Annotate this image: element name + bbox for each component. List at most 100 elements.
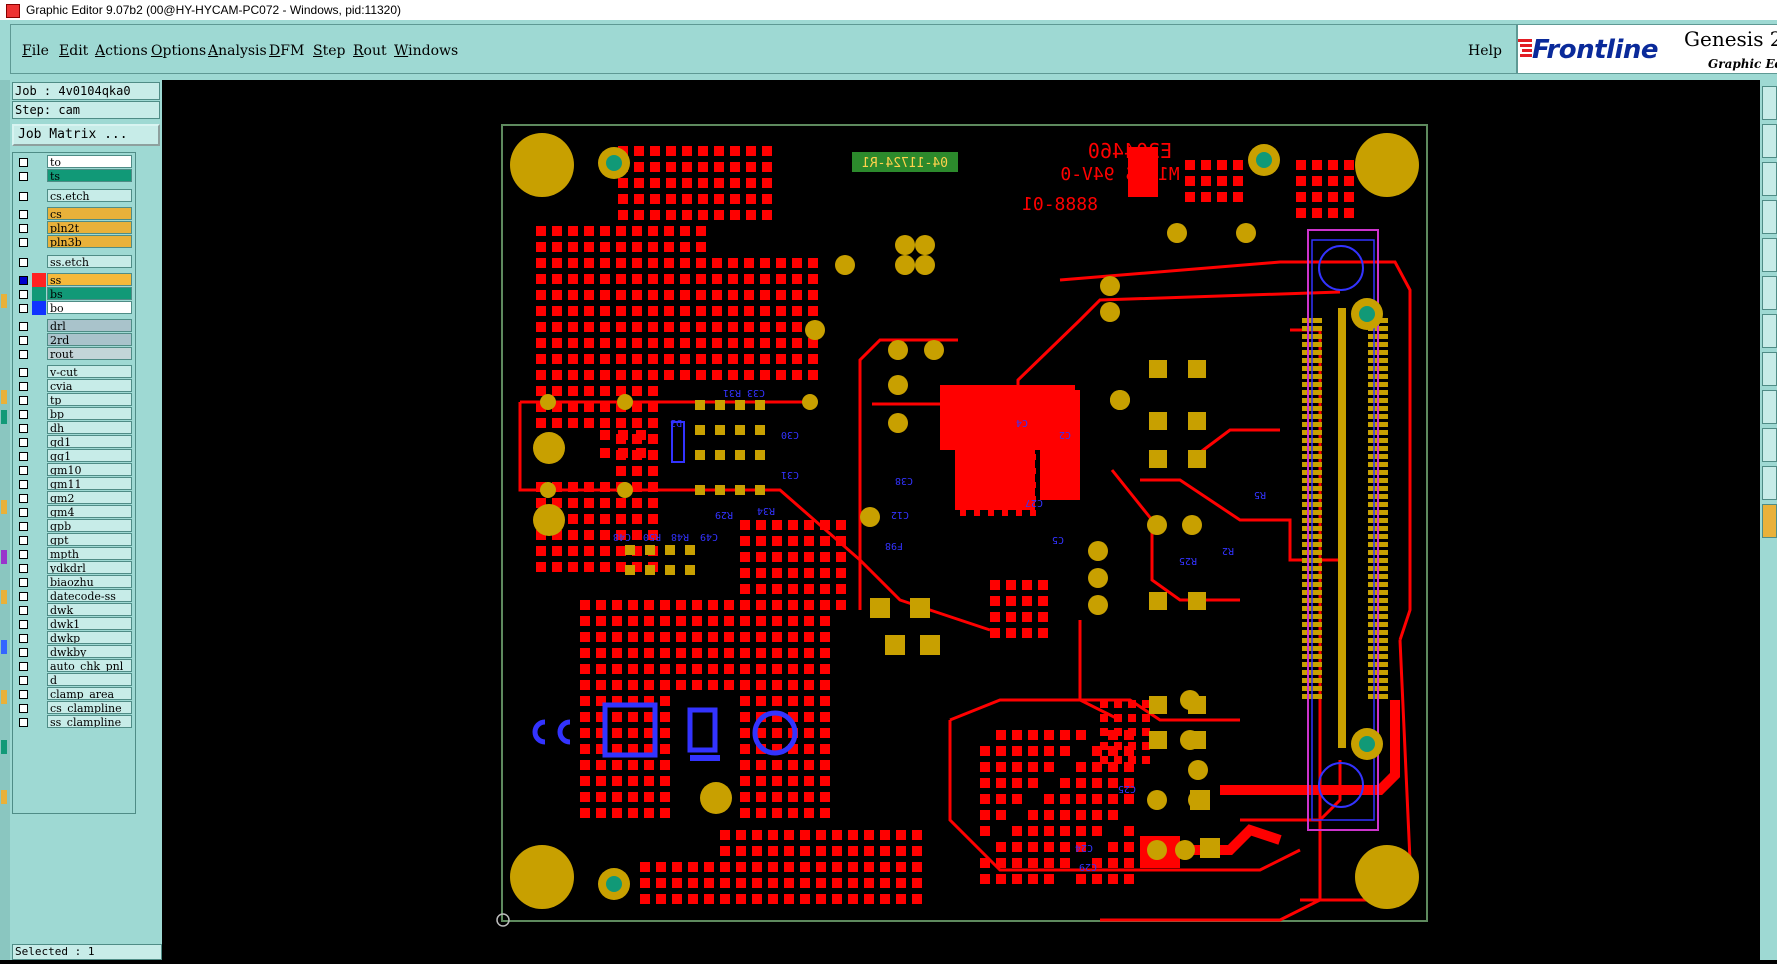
layer-row-ts[interactable]: ts [15,169,133,183]
menu-edit[interactable]: Edit [59,43,89,59]
menu-analysis[interactable]: Analysis [208,43,267,59]
layer-checkbox[interactable] [19,606,28,615]
layer-row-gm11[interactable]: gm11 [15,477,133,491]
layer-row-dwk[interactable]: dwk [15,603,133,617]
layer-checkbox[interactable] [19,522,28,531]
toolbar-button[interactable] [1762,200,1777,234]
layer-row-gm4[interactable]: gm4 [15,505,133,519]
layer-row-bo[interactable]: bo [15,301,133,315]
layer-row-drl[interactable]: drl [15,319,133,333]
layer-row-clamp-area[interactable]: clamp_area [15,687,133,701]
layer-row-2rd[interactable]: 2rd [15,333,133,347]
toolbar-button[interactable] [1762,466,1777,500]
layer-row-cs-etch[interactable]: cs.etch [15,189,133,203]
layer-checkbox[interactable] [19,704,28,713]
layer-checkbox[interactable] [19,620,28,629]
menu-help[interactable]: Help [1468,43,1502,59]
layer-checkbox[interactable] [19,564,28,573]
layer-row-ss-etch[interactable]: ss.etch [15,255,133,269]
layer-checkbox[interactable] [19,290,28,299]
layer-checkbox[interactable] [19,494,28,503]
layer-row-gm10[interactable]: gm10 [15,463,133,477]
layer-checkbox[interactable] [19,396,28,405]
menu-windows[interactable]: Windows [394,43,459,59]
job-matrix-button[interactable]: Job Matrix ... [12,124,160,146]
layer-checkbox[interactable] [19,676,28,685]
layer-checkbox[interactable] [19,592,28,601]
layer-checkbox[interactable] [19,224,28,233]
layer-row-dwkp[interactable]: dwkp [15,631,133,645]
layer-row-gpb[interactable]: gpb [15,519,133,533]
layer-row-tp[interactable]: tp [15,393,133,407]
layer-row-bs[interactable]: bs [15,287,133,301]
layer-row-cs-clampline[interactable]: cs_clampline [15,701,133,715]
layer-checkbox[interactable] [19,508,28,517]
layer-checkbox[interactable] [19,192,28,201]
layer-checkbox[interactable] [19,172,28,181]
menu-file[interactable]: File [22,43,49,59]
toolbar-button[interactable] [1762,162,1777,196]
layer-row-pln3b[interactable]: pln3b [15,235,133,249]
layer-checkbox[interactable] [19,466,28,475]
layer-row-ydkdrl[interactable]: ydkdrl [15,561,133,575]
toolbar-button[interactable] [1762,314,1777,348]
toolbar-button[interactable] [1762,238,1777,272]
layer-row-pln2t[interactable]: pln2t [15,221,133,235]
layer-row-ss-clampline[interactable]: ss_clampline [15,715,133,729]
layer-row-to[interactable]: to [15,155,133,169]
layer-checkbox[interactable] [19,304,28,313]
layer-checkbox[interactable] [19,634,28,643]
layer-checkbox[interactable] [19,410,28,419]
toolbar-button[interactable] [1762,86,1777,120]
layer-checkbox[interactable] [19,536,28,545]
layer-row-gpt[interactable]: gpt [15,533,133,547]
layer-checkbox[interactable] [19,382,28,391]
layer-checkbox[interactable] [19,350,28,359]
layer-row-d[interactable]: d [15,673,133,687]
layer-checkbox[interactable] [19,276,28,285]
layer-row-gm2[interactable]: gm2 [15,491,133,505]
layer-checkbox[interactable] [19,648,28,657]
layer-checkbox[interactable] [19,690,28,699]
toolbar-button-active[interactable] [1762,504,1777,538]
layer-checkbox[interactable] [19,578,28,587]
layer-checkbox[interactable] [19,368,28,377]
layer-row-dwk1[interactable]: dwk1 [15,617,133,631]
layer-row-biaozhu[interactable]: biaozhu [15,575,133,589]
layer-checkbox[interactable] [19,550,28,559]
layer-row-bp[interactable]: bp [15,407,133,421]
layer-checkbox[interactable] [19,424,28,433]
menu-actions[interactable]: Actions [95,43,148,59]
layer-row-dwkby[interactable]: dwkby [15,645,133,659]
layer-checkbox[interactable] [19,718,28,727]
layer-checkbox[interactable] [19,662,28,671]
toolbar-button[interactable] [1762,124,1777,158]
menu-rout[interactable]: Rout [353,43,387,59]
layer-row-auto-chk-pnl[interactable]: auto_chk_pnl [15,659,133,673]
layer-row-gg1[interactable]: gg1 [15,449,133,463]
layer-checkbox[interactable] [19,480,28,489]
layer-checkbox[interactable] [19,322,28,331]
layer-row-cs[interactable]: cs [15,207,133,221]
toolbar-button[interactable] [1762,352,1777,386]
layer-checkbox[interactable] [19,336,28,345]
layer-row-ss[interactable]: ss [15,273,133,287]
layer-row-datecode-ss[interactable]: datecode-ss [15,589,133,603]
layer-row-cvia[interactable]: cvia [15,379,133,393]
layer-checkbox[interactable] [19,238,28,247]
layer-checkbox[interactable] [19,258,28,267]
menu-step[interactable]: Step [313,43,346,59]
layer-row-rout[interactable]: rout [15,347,133,361]
toolbar-button[interactable] [1762,390,1777,424]
layer-checkbox[interactable] [19,158,28,167]
layer-row-mpth[interactable]: mpth [15,547,133,561]
layer-row-dh[interactable]: dh [15,421,133,435]
layer-row-gd1[interactable]: gd1 [15,435,133,449]
toolbar-button[interactable] [1762,276,1777,310]
menu-options[interactable]: Options [151,43,207,59]
menu-dfm[interactable]: DFM [269,43,305,59]
layer-row-v-cut[interactable]: v-cut [15,365,133,379]
toolbar-button[interactable] [1762,428,1777,462]
